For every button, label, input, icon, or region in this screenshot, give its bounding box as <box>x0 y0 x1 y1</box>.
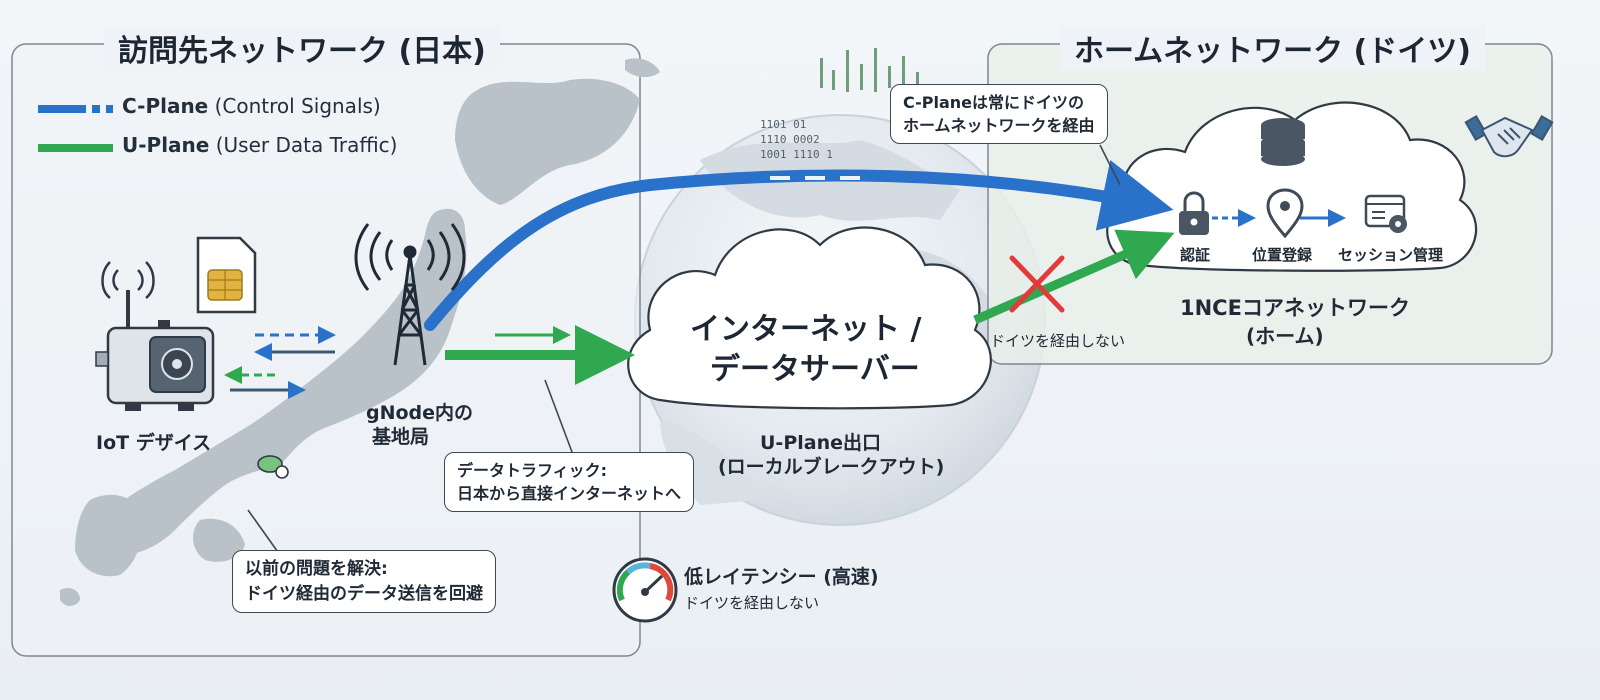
handshake-icon <box>1464 114 1554 158</box>
speedometer-icon <box>612 557 678 623</box>
home-region-title: ホームネットワーク (ドイツ) <box>1060 26 1485 70</box>
block-x-icon <box>1009 255 1065 313</box>
gnode-label-line2: 基地局 <box>372 426 430 448</box>
gnode-label-line1: gNode内の <box>366 402 474 424</box>
data-traffic-line2: 日本から直接インターネットへ <box>457 484 682 504</box>
home-core-subtitle: (ホーム) <box>1246 324 1324 348</box>
internet-cloud-line2: データサーバー <box>710 352 920 387</box>
iot-device-icon <box>95 261 215 411</box>
resolved-line1: 以前の問題を解決: <box>245 559 388 579</box>
data-traffic-line1: データトラフィック: <box>457 461 608 480</box>
binary-line-1: 1101 01 <box>760 118 807 131</box>
cplane-callout-line1: C-Planeは常にドイツの <box>903 93 1085 112</box>
cplane-legend-name: C-Plane <box>122 94 209 118</box>
location-pin-icon <box>1266 188 1304 239</box>
cplane-callout-line2: ホームネットワークを経由 <box>903 116 1095 136</box>
step-session-management: セッション管理 <box>1338 246 1444 264</box>
cell-tower-icon <box>354 223 466 366</box>
binary-stream <box>820 48 919 92</box>
visited-region-title: 訪問先ネットワーク (日本) <box>104 26 500 70</box>
internet-cloud <box>627 226 992 410</box>
lock-icon <box>1179 191 1209 235</box>
session-management-icon <box>1364 194 1407 233</box>
cplane-legend-line <box>38 105 113 113</box>
latency-sub: ドイツを経由しない <box>684 594 820 612</box>
sim-card-icon <box>196 236 257 314</box>
latency-title: 低レイテンシー (高速) <box>684 566 879 588</box>
cplane-arrow <box>424 160 1174 331</box>
uplane-exit-line1: U-Plane出口 <box>760 432 881 454</box>
uplane-legend-line <box>38 144 113 152</box>
resolved-callout: 以前の問題を解決: ドイツ経由のデータ送信を回避 <box>232 550 496 614</box>
step-location-registration: 位置登録 <box>1252 246 1313 264</box>
internet-cloud-line1: インターネット / <box>690 312 922 347</box>
home-core-title: 1NCEコアネットワーク <box>1180 296 1410 320</box>
iot-device-label: IoT デザイス <box>96 432 212 454</box>
step-authentication: 認証 <box>1180 246 1211 264</box>
uplane-legend-desc: (User Data Traffic) <box>209 133 398 157</box>
cplane-callout: C-Planeは常にドイツの ホームネットワークを経由 <box>890 84 1108 145</box>
uplane-exit-line2: (ローカルブレークアウト) <box>718 456 945 478</box>
binary-line-3: 1001 1110 1 <box>760 147 833 161</box>
data-traffic-callout: データトラフィック: 日本から直接インターネットへ <box>444 452 695 513</box>
location-marker <box>257 455 289 479</box>
cplane-legend: C-Plane (Control Signals) <box>122 94 381 118</box>
resolved-line2: ドイツ経由のデータ送信を回避 <box>245 583 483 604</box>
blocked-label: ドイツを経由しない <box>990 332 1126 350</box>
japan-map <box>60 58 660 606</box>
uplane-blocked-arrow <box>973 229 1175 325</box>
binary-line-2: 1110 0002 <box>760 132 820 146</box>
binary-text: 1101 01 1110 0002 1001 1110 1 <box>760 118 833 163</box>
uplane-legend: U-Plane (User Data Traffic) <box>122 133 397 157</box>
cplane-legend-desc: (Control Signals) <box>208 94 381 118</box>
uplane-legend-name: U-Plane <box>122 133 210 157</box>
server-icon <box>1261 118 1305 166</box>
